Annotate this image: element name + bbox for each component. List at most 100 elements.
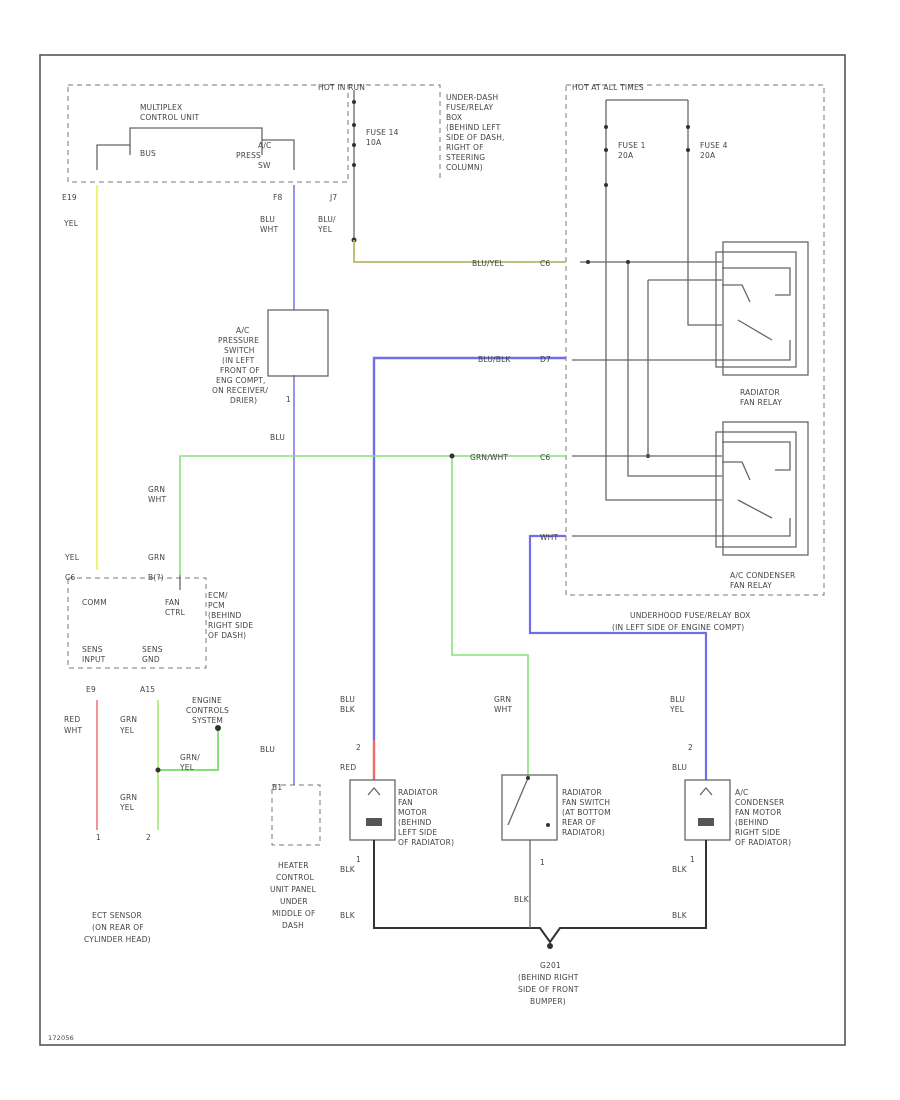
- fuse4-rating: 20A: [700, 151, 716, 160]
- underhood-box-label-1: UNDERHOOD FUSE/RELAY BOX: [630, 611, 750, 620]
- wire-label-red: RED: [64, 715, 80, 724]
- heater-6: DASH: [282, 921, 304, 930]
- acf-label-3: FAN MOTOR: [735, 808, 782, 817]
- wire-label-yel-top: YEL: [63, 219, 79, 228]
- pin-f8: F8: [273, 193, 283, 202]
- fuse4-label: FUSE 4: [700, 141, 728, 150]
- wire-label-blublk: BLU/BLK: [478, 355, 511, 364]
- pin-a15: A15: [140, 685, 155, 694]
- fuse1-rating: 20A: [618, 151, 634, 160]
- ect-sensor-1: ECT SENSOR: [92, 911, 142, 920]
- rfm-pin-1: 1: [356, 855, 361, 864]
- diagram-id: 172056: [48, 1034, 74, 1042]
- acps-label-2: PRESSURE: [218, 336, 259, 345]
- sens-input-1: SENS: [82, 645, 103, 654]
- underhood-fuse-relay-box: [565, 84, 825, 596]
- rfm-label-5: LEFT SIDE: [398, 828, 437, 837]
- ect-sensor-3: CYLINDER HEAD): [84, 935, 151, 944]
- g201-label-2: (BEHIND RIGHT: [518, 973, 579, 982]
- wire-label-bluyel-1: BLU/: [318, 215, 336, 224]
- mcu-bus: BUS: [140, 149, 156, 158]
- wire-label-grn-ect-2: GRN: [120, 793, 137, 802]
- acf-pin-1: 1: [690, 855, 695, 864]
- multiplex-control-unit: [67, 84, 349, 183]
- acf-label-2: CONDENSER: [735, 798, 784, 807]
- wire-label-red-rfm: RED: [340, 763, 356, 772]
- grn-yel-branch-1: GRN/: [180, 753, 200, 762]
- wire-label-yel-acf: YEL: [669, 705, 685, 714]
- ac-pressure-switch: [267, 309, 329, 377]
- wire-label-grn-1: GRN: [148, 485, 165, 494]
- hot-in-run: HOT IN RUN: [318, 83, 365, 92]
- rfs-label-4: REAR OF: [562, 818, 596, 827]
- ecm-desc-3: (BEHIND: [208, 611, 241, 620]
- ecm-desc-2: PCM: [208, 601, 225, 610]
- wire-label-blk-rfs: BLK: [514, 895, 530, 904]
- radiator-fan-relay-label-2: FAN RELAY: [740, 398, 782, 407]
- acf-pin-2: 2: [688, 743, 693, 752]
- heater-2: CONTROL: [276, 873, 315, 882]
- wire-label-blk-acf-2: BLK: [672, 911, 688, 920]
- rfm-label-2: FAN: [398, 798, 413, 807]
- acf-label-4: (BEHIND: [735, 818, 768, 827]
- heater-3: UNIT PANEL: [270, 885, 317, 894]
- wire-label-blu-acf-2: BLU: [672, 763, 687, 772]
- conn-d7: D7: [540, 355, 551, 364]
- wire-label-blu-acps: BLU: [270, 433, 285, 442]
- ufb-dash-4: (BEHIND LEFT: [446, 123, 501, 132]
- acps-label-5: FRONT OF: [220, 366, 260, 375]
- ac-condenser-fan-relay-label-1: A/C CONDENSER: [730, 571, 795, 580]
- ecm-desc-5: OF DASH): [208, 631, 246, 640]
- acps-label-3: SWITCH: [224, 346, 255, 355]
- acps-label-1: A/C: [236, 326, 250, 335]
- ect-pin-2: 2: [146, 833, 151, 842]
- wire-grn-wht: [179, 455, 566, 575]
- acps-label-7: ON RECEIVER/: [212, 386, 268, 395]
- ufb-dash-3: BOX: [446, 113, 462, 122]
- ect-sensor-2: (ON REAR OF: [92, 923, 144, 932]
- ac-condenser-fan-motor: [684, 779, 731, 841]
- mcu-label-1: MULTIPLEX: [140, 103, 182, 112]
- acps-label-6: ENG COMPT,: [216, 376, 266, 385]
- wire-label-grnwht: GRN/WHT: [470, 453, 508, 462]
- wire-label-yel-ecm: YEL: [64, 553, 80, 562]
- ufb-dash-5: SIDE OF DASH,: [446, 133, 505, 142]
- mcu-ac: A/C: [258, 141, 272, 150]
- wire-label-wht-ect: WHT: [64, 726, 82, 735]
- wire-label-yel-ect: YEL: [119, 726, 135, 735]
- acf-label-6: OF RADIATOR): [735, 838, 791, 847]
- wire-label-blk-rfm-2: BLK: [340, 865, 356, 874]
- heater-5: MIDDLE OF: [272, 909, 316, 918]
- heater-control-unit: [271, 784, 321, 846]
- wire-label-grn-ect: GRN: [120, 715, 137, 724]
- acf-label-5: RIGHT SIDE: [735, 828, 780, 837]
- wire-blu-blk: [372, 356, 566, 740]
- ecm-pin-b: B(?): [148, 573, 164, 582]
- ecm-desc-1: ECM/: [208, 591, 228, 600]
- sens-input-2: INPUT: [82, 655, 106, 664]
- radiator-fan-switch: [501, 774, 558, 841]
- wire-label-wht: WHT: [540, 533, 558, 542]
- rfs-label-5: RADIATOR): [562, 828, 605, 837]
- pin-b1: B1: [272, 783, 282, 792]
- sens-gnd-1: SENS: [142, 645, 163, 654]
- wire-label-wht-2: WHT: [148, 495, 166, 504]
- conn-c6-a: C6: [540, 259, 550, 268]
- wire-label-blu-acf: BLU: [670, 695, 685, 704]
- ecm-fan: FAN: [165, 598, 180, 607]
- mcu-sw: SW: [258, 161, 271, 170]
- fuse14-label: FUSE 14: [366, 128, 399, 137]
- ac-condenser-fan-relay-box: [722, 421, 809, 556]
- wire-label-yel-ect-2: YEL: [119, 803, 135, 812]
- hot-at-all-times: HOT AT ALL TIMES: [572, 83, 644, 92]
- wire-label-wht-1: WHT: [260, 225, 278, 234]
- ufb-dash-2: FUSE/RELAY: [446, 103, 493, 112]
- pin-j7: J7: [329, 193, 337, 202]
- wire-label-blk-rfm-3: BLK: [340, 911, 356, 920]
- acps-pin-1: 1: [286, 395, 291, 404]
- wire-label-blk-acf: BLK: [672, 865, 688, 874]
- wire-blu-yel: [353, 240, 566, 263]
- wire-label-grn-ecm: GRN: [148, 553, 165, 562]
- rfm-label-1: RADIATOR: [398, 788, 438, 797]
- ecm-comm: COMM: [82, 598, 107, 607]
